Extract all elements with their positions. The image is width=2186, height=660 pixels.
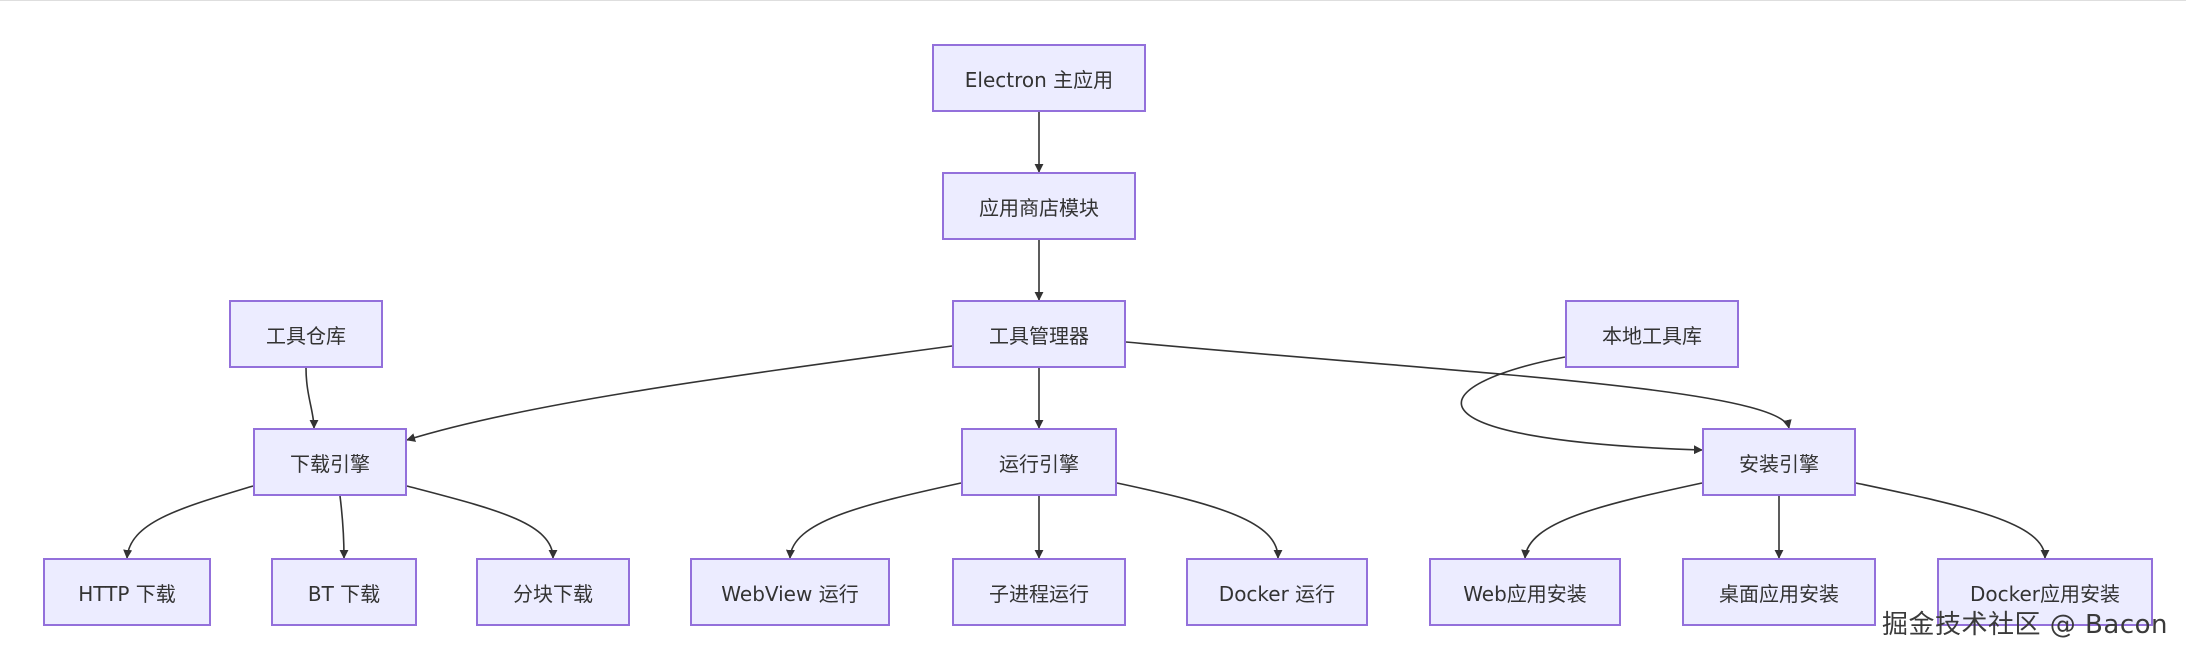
node-label: HTTP 下载 (78, 581, 176, 606)
node-label: WebView 运行 (721, 581, 859, 606)
node-label: Docker应用安装 (1969, 581, 2121, 606)
node-label: 安装引擎 (1739, 451, 1819, 476)
node-label: Docker 运行 (1218, 581, 1336, 606)
node-label: 工具仓库 (266, 323, 346, 348)
node-label: 分块下载 (513, 581, 593, 606)
node-docker-run: Docker 运行 (1186, 558, 1368, 626)
node-http-download: HTTP 下载 (43, 558, 211, 626)
node-label: Web应用安装 (1463, 581, 1587, 606)
node-local-tool-library: 本地工具库 (1565, 300, 1739, 368)
edge-run-webview (785, 482, 962, 559)
node-docker-app-install: Docker应用安装 (1937, 558, 2153, 626)
node-tool-repository: 工具仓库 (229, 300, 383, 368)
top-border-line (0, 0, 2186, 1)
edge-manager-download (406, 345, 953, 442)
node-label: 子进程运行 (989, 581, 1089, 606)
node-install-engine: 安装引擎 (1702, 428, 1856, 496)
watermark: 掘金技术社区 @ Bacon (1882, 610, 2168, 640)
edge-install-docker (1855, 482, 2050, 559)
node-chunk-download: 分块下载 (476, 558, 630, 626)
node-subprocess-run: 子进程运行 (952, 558, 1126, 626)
edge-run-dockerrun (1116, 482, 1283, 559)
edge-local-install (1460, 356, 1703, 455)
node-label: BT 下载 (307, 581, 381, 606)
edge-install-web (1521, 482, 1703, 559)
node-label: 运行引擎 (999, 451, 1079, 476)
edge-download-chunk (406, 485, 558, 559)
node-run-engine: 运行引擎 (961, 428, 1117, 496)
edge-manager-install (1125, 341, 1792, 429)
node-label: 应用商店模块 (979, 195, 1099, 220)
node-electron-main-app: Electron 主应用 (932, 44, 1146, 112)
edge-repo-download (305, 367, 319, 429)
node-app-store-module: 应用商店模块 (942, 172, 1136, 240)
node-tool-manager: 工具管理器 (952, 300, 1126, 368)
node-webview-run: WebView 运行 (690, 558, 890, 626)
node-label: 工具管理器 (989, 323, 1089, 348)
node-label: 本地工具库 (1602, 323, 1702, 348)
node-download-engine: 下载引擎 (253, 428, 407, 496)
node-web-app-install: Web应用安装 (1429, 558, 1621, 626)
node-desktop-app-install: 桌面应用安装 (1682, 558, 1876, 626)
node-label: 下载引擎 (290, 451, 370, 476)
node-label: 桌面应用安装 (1719, 581, 1839, 606)
node-label: Electron 主应用 (964, 67, 1114, 92)
node-bt-download: BT 下载 (271, 558, 417, 626)
edge-download-http (123, 485, 254, 559)
edge-download-bt (339, 495, 349, 559)
